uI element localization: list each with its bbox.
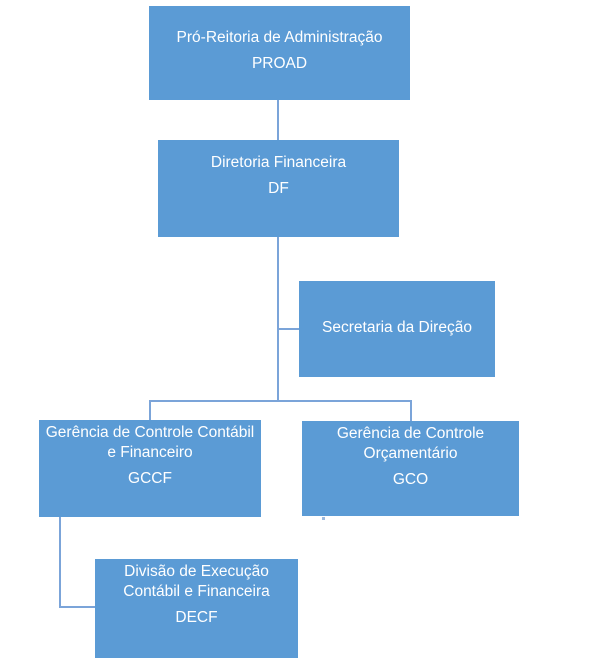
org-node-acronym: DECF [175,609,218,626]
artifact-dot [322,517,325,520]
org-node-title: Gerência de Controle Orçamentário [336,425,485,462]
org-node-title: Diretoria Financeira [210,154,347,171]
org-node-decf: Divisão de Execução Contábil e Financeir… [95,559,298,658]
connector-gccf-decf-vertical [59,517,61,608]
org-node-title: Secretaria da Direção [322,319,472,336]
org-node-gco: Gerência de Controle Orçamentário GCO [302,421,519,516]
connector-gccf-decf-horizontal [59,606,96,608]
connector-df-branch [277,237,279,402]
connector-drop-gccf [149,400,151,420]
org-node-df: Diretoria Financeira DF [158,140,399,237]
org-node-acronym: GCO [392,471,429,488]
org-node-gccf: Gerência de Controle Contábil e Financei… [39,420,261,517]
org-node-acronym: DF [268,180,289,197]
connector-to-secretaria [279,328,299,330]
org-node-secretaria: Secretaria da Direção [299,281,495,377]
org-node-proad: Pró-Reitoria de Administração PROAD [149,6,410,100]
org-node-acronym: PROAD [251,55,308,72]
org-node-title: Pró-Reitoria de Administração [176,29,383,46]
connector-split-horizontal [149,400,412,402]
connector-drop-gco [410,400,412,421]
connector-proad-df [277,100,279,140]
org-node-acronym: GCCF [128,470,172,487]
org-node-title: Gerência de Controle Contábil e Financei… [45,424,255,461]
org-node-title: Divisão de Execução Contábil e Financeir… [123,563,270,600]
